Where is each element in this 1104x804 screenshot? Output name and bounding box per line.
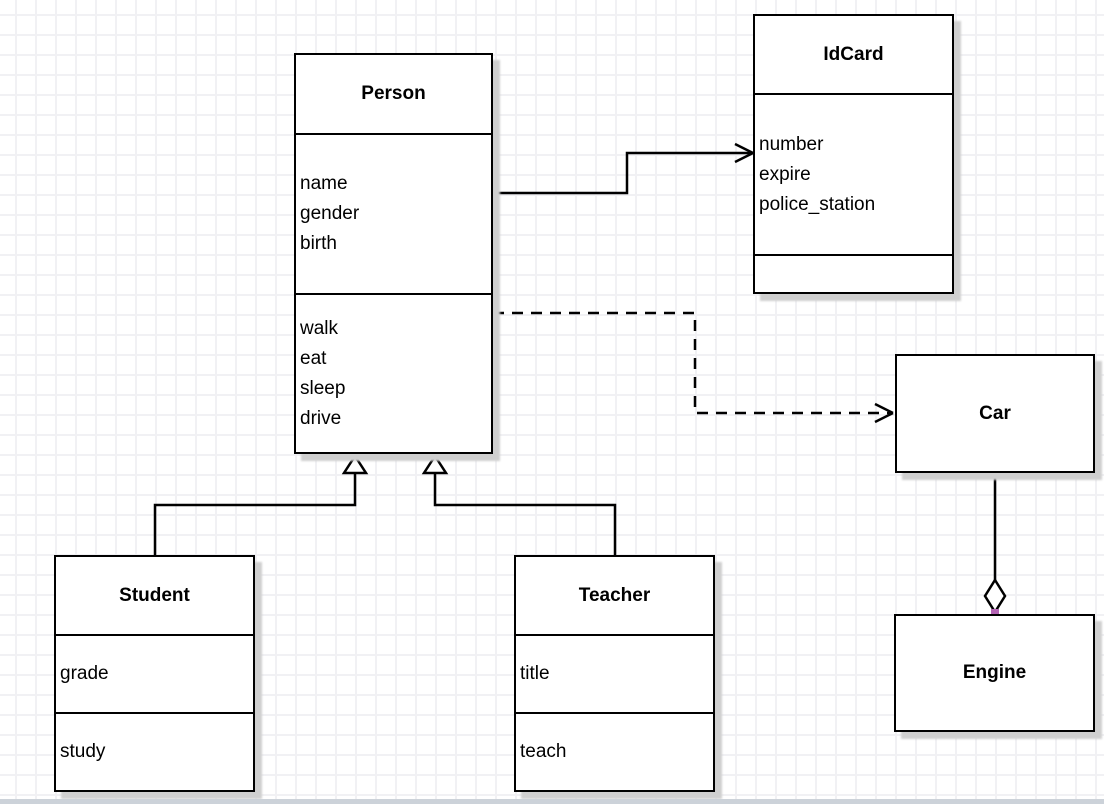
association-person-idcard[interactable] [493, 142, 754, 195]
class-idcard[interactable]: IdCard number expire police_station [753, 14, 954, 294]
methods-compartment [755, 254, 952, 292]
aggregation-car-engine[interactable] [983, 469, 1007, 617]
open-arrow-icon [874, 402, 894, 424]
edge-line [433, 473, 617, 555]
attributes-compartment: title [516, 634, 713, 712]
class-person[interactable]: Person name gender birth walk eat sleep … [294, 53, 493, 454]
open-arrow-icon [734, 142, 754, 164]
dependency-person-car[interactable] [493, 311, 894, 424]
method: sleep [300, 377, 346, 399]
hollow-diamond-icon [983, 577, 1007, 615]
method: drive [300, 407, 342, 429]
method: walk [300, 317, 339, 339]
class-engine[interactable]: Engine [894, 614, 1095, 732]
class-car[interactable]: Car [895, 354, 1095, 473]
attribute: number [759, 133, 824, 155]
attribute: grade [60, 663, 109, 684]
attributes-compartment: name gender birth [296, 133, 491, 293]
attributes-compartment: grade [56, 634, 253, 712]
attribute: birth [300, 233, 337, 254]
edge-line [493, 311, 890, 415]
methods-compartment: teach [516, 712, 713, 790]
methods-compartment: study [56, 712, 253, 790]
class-title: IdCard [823, 43, 884, 65]
hollow-triangle-icon [421, 453, 449, 475]
class-title: Person [361, 83, 426, 104]
method: study [60, 741, 106, 762]
methods-compartment: walk eat sleep drive [296, 293, 491, 452]
generalization-student-person[interactable] [153, 453, 369, 555]
generalization-teacher-person[interactable] [421, 453, 617, 555]
attribute: police_station [759, 193, 876, 215]
canvas-bottom-edge [0, 799, 1104, 804]
class-student[interactable]: Student grade study [54, 555, 255, 792]
class-title: Car [979, 402, 1011, 424]
method: teach [520, 741, 567, 762]
attribute: expire [759, 163, 811, 185]
attribute: title [520, 663, 550, 684]
class-title: Teacher [578, 584, 651, 606]
attribute: name [300, 173, 348, 194]
edge-line [493, 151, 751, 195]
edge-line [153, 473, 357, 555]
method: eat [300, 347, 327, 369]
attributes-compartment: number expire police_station [755, 93, 952, 254]
class-title: Student [119, 584, 190, 606]
class-teacher[interactable]: Teacher title teach [514, 555, 715, 792]
attribute: gender [300, 203, 360, 224]
class-title: Engine [962, 662, 1027, 683]
hollow-triangle-icon [341, 453, 369, 475]
